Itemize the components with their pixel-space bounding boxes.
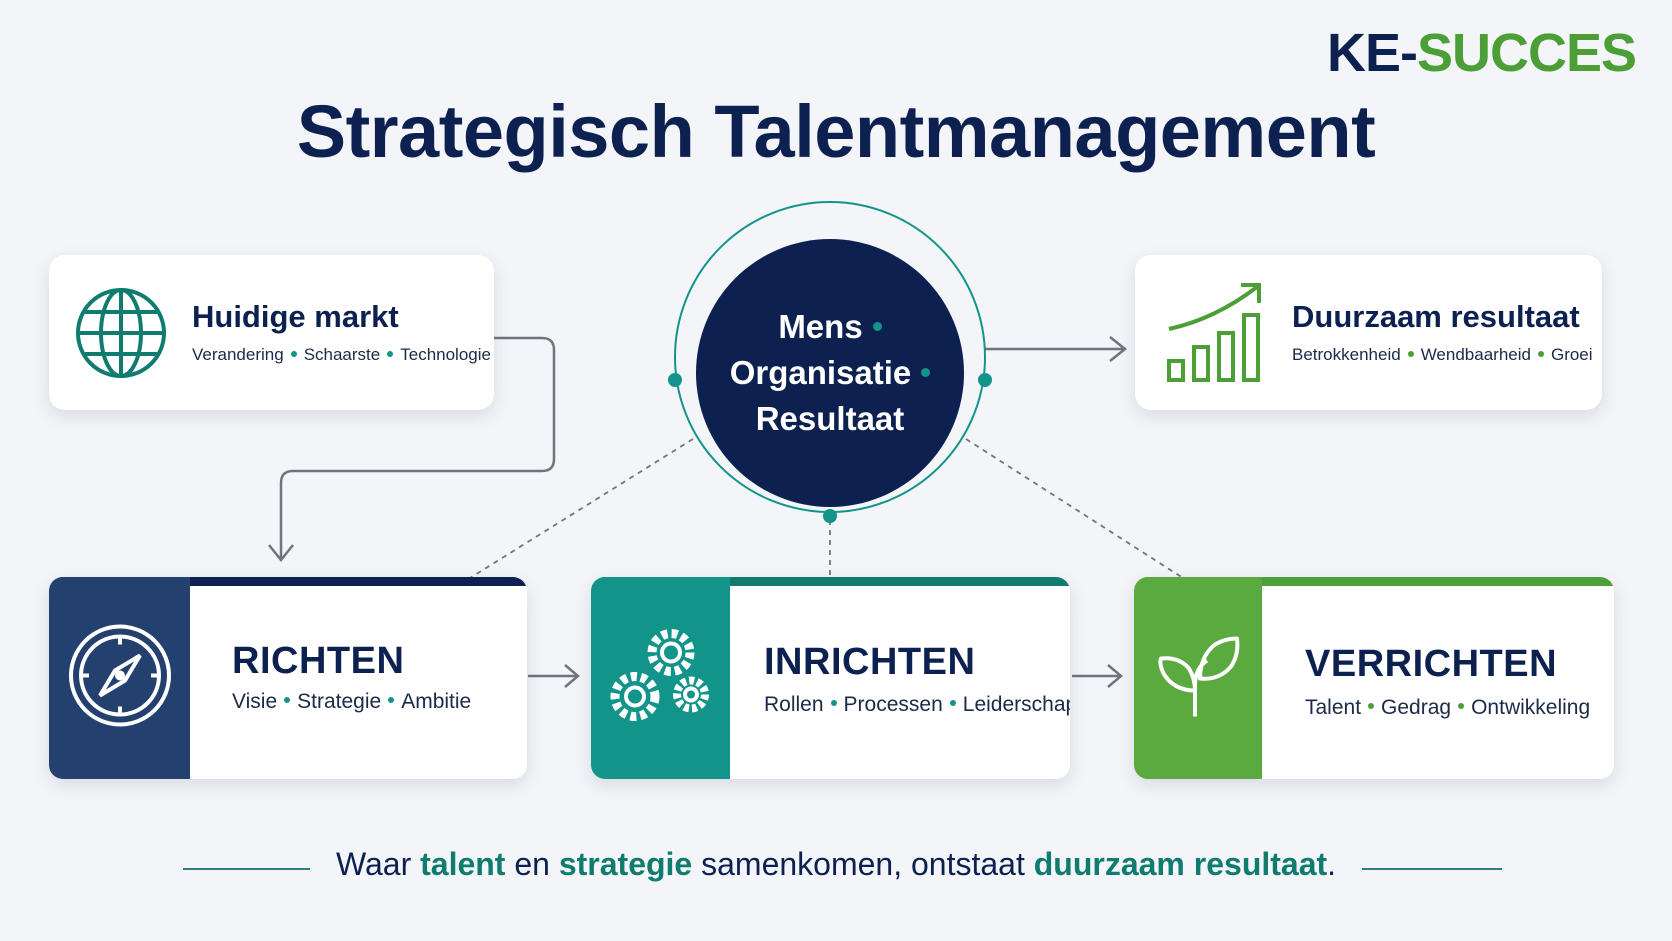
ring-node-bottom <box>823 509 837 523</box>
page-title: Strategisch Talentmanagement <box>296 90 1376 173</box>
arrowhead-inrichten-to-verrichten <box>1107 664 1123 688</box>
brand-logo: KE-SUCCES <box>1326 23 1637 83</box>
ring-node-left <box>668 373 682 387</box>
gears-icon <box>605 623 717 734</box>
market-heading: Huidige markt <box>192 299 399 334</box>
center-line-organisatie: Organisatie <box>730 350 931 396</box>
center-line-resultaat: Resultaat <box>755 400 905 437</box>
dashed-link-richten <box>469 438 694 579</box>
center-line-mens: Mens <box>778 304 882 350</box>
tagline-rule-right <box>1362 868 1502 870</box>
compass-icon <box>67 623 173 734</box>
tagline-rule-left <box>183 868 310 870</box>
arrowhead-market-to-richten <box>268 544 294 563</box>
sprout-icon <box>1153 631 1243 726</box>
phase-heading-inrichten: INRICHTEN <box>764 641 976 683</box>
connector-market-to-richten <box>279 336 556 558</box>
arrowhead-richten-to-inrichten <box>564 664 580 688</box>
globe-icon <box>73 285 169 386</box>
center-circle: Mens Organisatie Resultaat <box>696 239 964 507</box>
result-heading: Duurzaam resultaat <box>1292 299 1580 334</box>
phase-heading-richten: RICHTEN <box>232 640 405 682</box>
logo-part-ke: KE- <box>1326 23 1418 83</box>
growth-chart-icon <box>1165 279 1265 388</box>
tagline: Waar talent en strategie samenkomen, ont… <box>335 846 1337 882</box>
ring-node-right <box>978 373 992 387</box>
dashed-link-verrichten <box>965 438 1184 579</box>
phase-heading-verrichten: VERRICHTEN <box>1305 643 1558 685</box>
logo-part-succes: SUCCES <box>1416 23 1637 83</box>
arrowhead-center-to-result <box>1109 336 1128 362</box>
